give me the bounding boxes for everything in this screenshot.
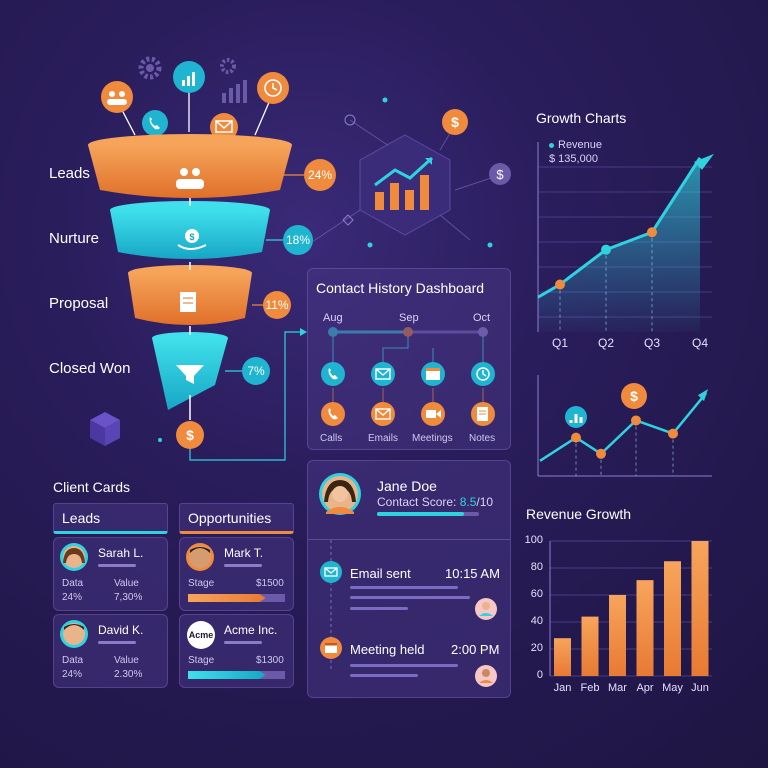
bars-deco-icon (222, 80, 247, 103)
month-label: Sep (399, 312, 419, 324)
sales-funnel: $ (88, 134, 292, 420)
legend-dot-icon (549, 142, 554, 148)
event-label: Email sent (350, 566, 411, 581)
pct-leads: 24% (307, 168, 333, 182)
dollar-grey-icon (489, 163, 511, 185)
contact-score: Contact Score: 8.5/10 (377, 495, 494, 509)
pct-badge-leads (304, 159, 336, 191)
tick-label: Q3 (643, 336, 661, 350)
hexagon-growth-badge (359, 134, 451, 236)
y-tick-label: 20 (530, 642, 543, 654)
tick-label: Q1 (551, 336, 569, 350)
gear-small-icon (220, 58, 236, 74)
opportunity-name: Acme Inc. (224, 623, 278, 637)
y-tick-label: 60 (530, 588, 543, 600)
y-tick-label: 80 (530, 561, 543, 573)
tick-label: Q4 (691, 336, 709, 350)
dollar-bubble-icon (442, 109, 468, 135)
score-bar-fill (377, 512, 464, 516)
month-label: Aug (323, 312, 343, 324)
funnel-label-leads: Leads (49, 165, 90, 182)
type-label-notes: Notes (469, 433, 496, 444)
score-value: 8.5 (459, 495, 477, 509)
pct-badge-proposal (263, 291, 291, 319)
month-label: Oct (473, 312, 491, 324)
contact-history-panel: Contact History Dashboard Aug Sep Oct Ca… (307, 268, 511, 450)
contact-history-title: Contact History Dashboard (316, 280, 485, 296)
tab-leads[interactable]: Leads (53, 503, 168, 534)
revenue-growth-title: Revenue Growth (526, 506, 632, 522)
opportunity-name: Mark T. (224, 546, 264, 560)
contact-detail-panel: Jane Doe Contact Score: 8.5/10 Email sen… (307, 460, 511, 698)
funnel-label-proposal: Proposal (49, 295, 109, 312)
dollar-coin-icon (176, 421, 204, 449)
type-label-meetings: Meetings (412, 433, 453, 444)
tick-label: Q2 (597, 336, 615, 350)
pct-nurture: 18% (285, 233, 311, 247)
y-tick-label: 40 (530, 615, 543, 627)
company-logo: Acme (187, 621, 215, 649)
network-dots (158, 97, 493, 442)
cube-icon (90, 412, 120, 446)
x-tick-label: Jun (691, 682, 709, 694)
stage-progress (188, 671, 285, 679)
divider (308, 539, 510, 540)
type-label-emails: Emails (368, 433, 399, 444)
growth-value: $ 135,000 (549, 153, 598, 165)
svg-text:$: $ (189, 232, 194, 242)
x-tick-label: Apr (636, 682, 654, 694)
stage-progress (188, 594, 285, 602)
tab-opportunities[interactable]: Opportunities (179, 503, 294, 534)
svg-text:$: $ (186, 427, 194, 443)
contact-name: Jane Doe (377, 478, 437, 494)
svg-text:$: $ (451, 114, 459, 130)
pct-proposal: 11% (265, 298, 289, 312)
funnel-label-nurture: Nurture (49, 230, 100, 247)
pct-badge-closed (242, 357, 270, 385)
gear-icon (138, 56, 162, 80)
client-card[interactable]: Sarah L. Data Value 24% 7,30% (53, 537, 168, 611)
x-tick-label: Jan (553, 682, 572, 694)
network-node (344, 114, 356, 126)
opportunity-card[interactable]: Mark T. Stage $1500 (179, 537, 294, 611)
event-time: 10:15 AM (445, 566, 500, 581)
client-name: David K. (98, 623, 144, 637)
growth-title: Growth Charts (536, 110, 627, 126)
client-name: Sarah L. (98, 546, 144, 560)
svg-text:$: $ (496, 167, 504, 182)
y-tick-label: 100 (524, 534, 543, 546)
client-card[interactable]: David K. Data Value 24% 2.30% (53, 614, 168, 688)
score-bar (377, 512, 479, 516)
funnel-label-closed-won: Closed Won (49, 360, 131, 377)
event-time: 2:00 PM (451, 642, 500, 657)
x-tick-label: Feb (580, 682, 600, 694)
x-tick-label: Mar (608, 682, 627, 694)
pct-badge-nurture (283, 225, 313, 255)
people-channel-icon (101, 81, 133, 113)
pct-closed-won: 7% (247, 364, 265, 378)
growth-legend: Revenue (549, 139, 602, 151)
email-channel-icon (210, 113, 238, 141)
opportunity-card[interactable]: Acme Acme Inc. Stage $1300 (179, 614, 294, 688)
event-label: Meeting held (350, 642, 425, 657)
y-tick-label: 0 (536, 669, 543, 681)
client-cards-title: Client Cards (53, 479, 131, 495)
type-label-calls: Calls (320, 433, 343, 444)
x-tick-label: May (662, 682, 683, 694)
phone-channel-icon (142, 110, 168, 136)
